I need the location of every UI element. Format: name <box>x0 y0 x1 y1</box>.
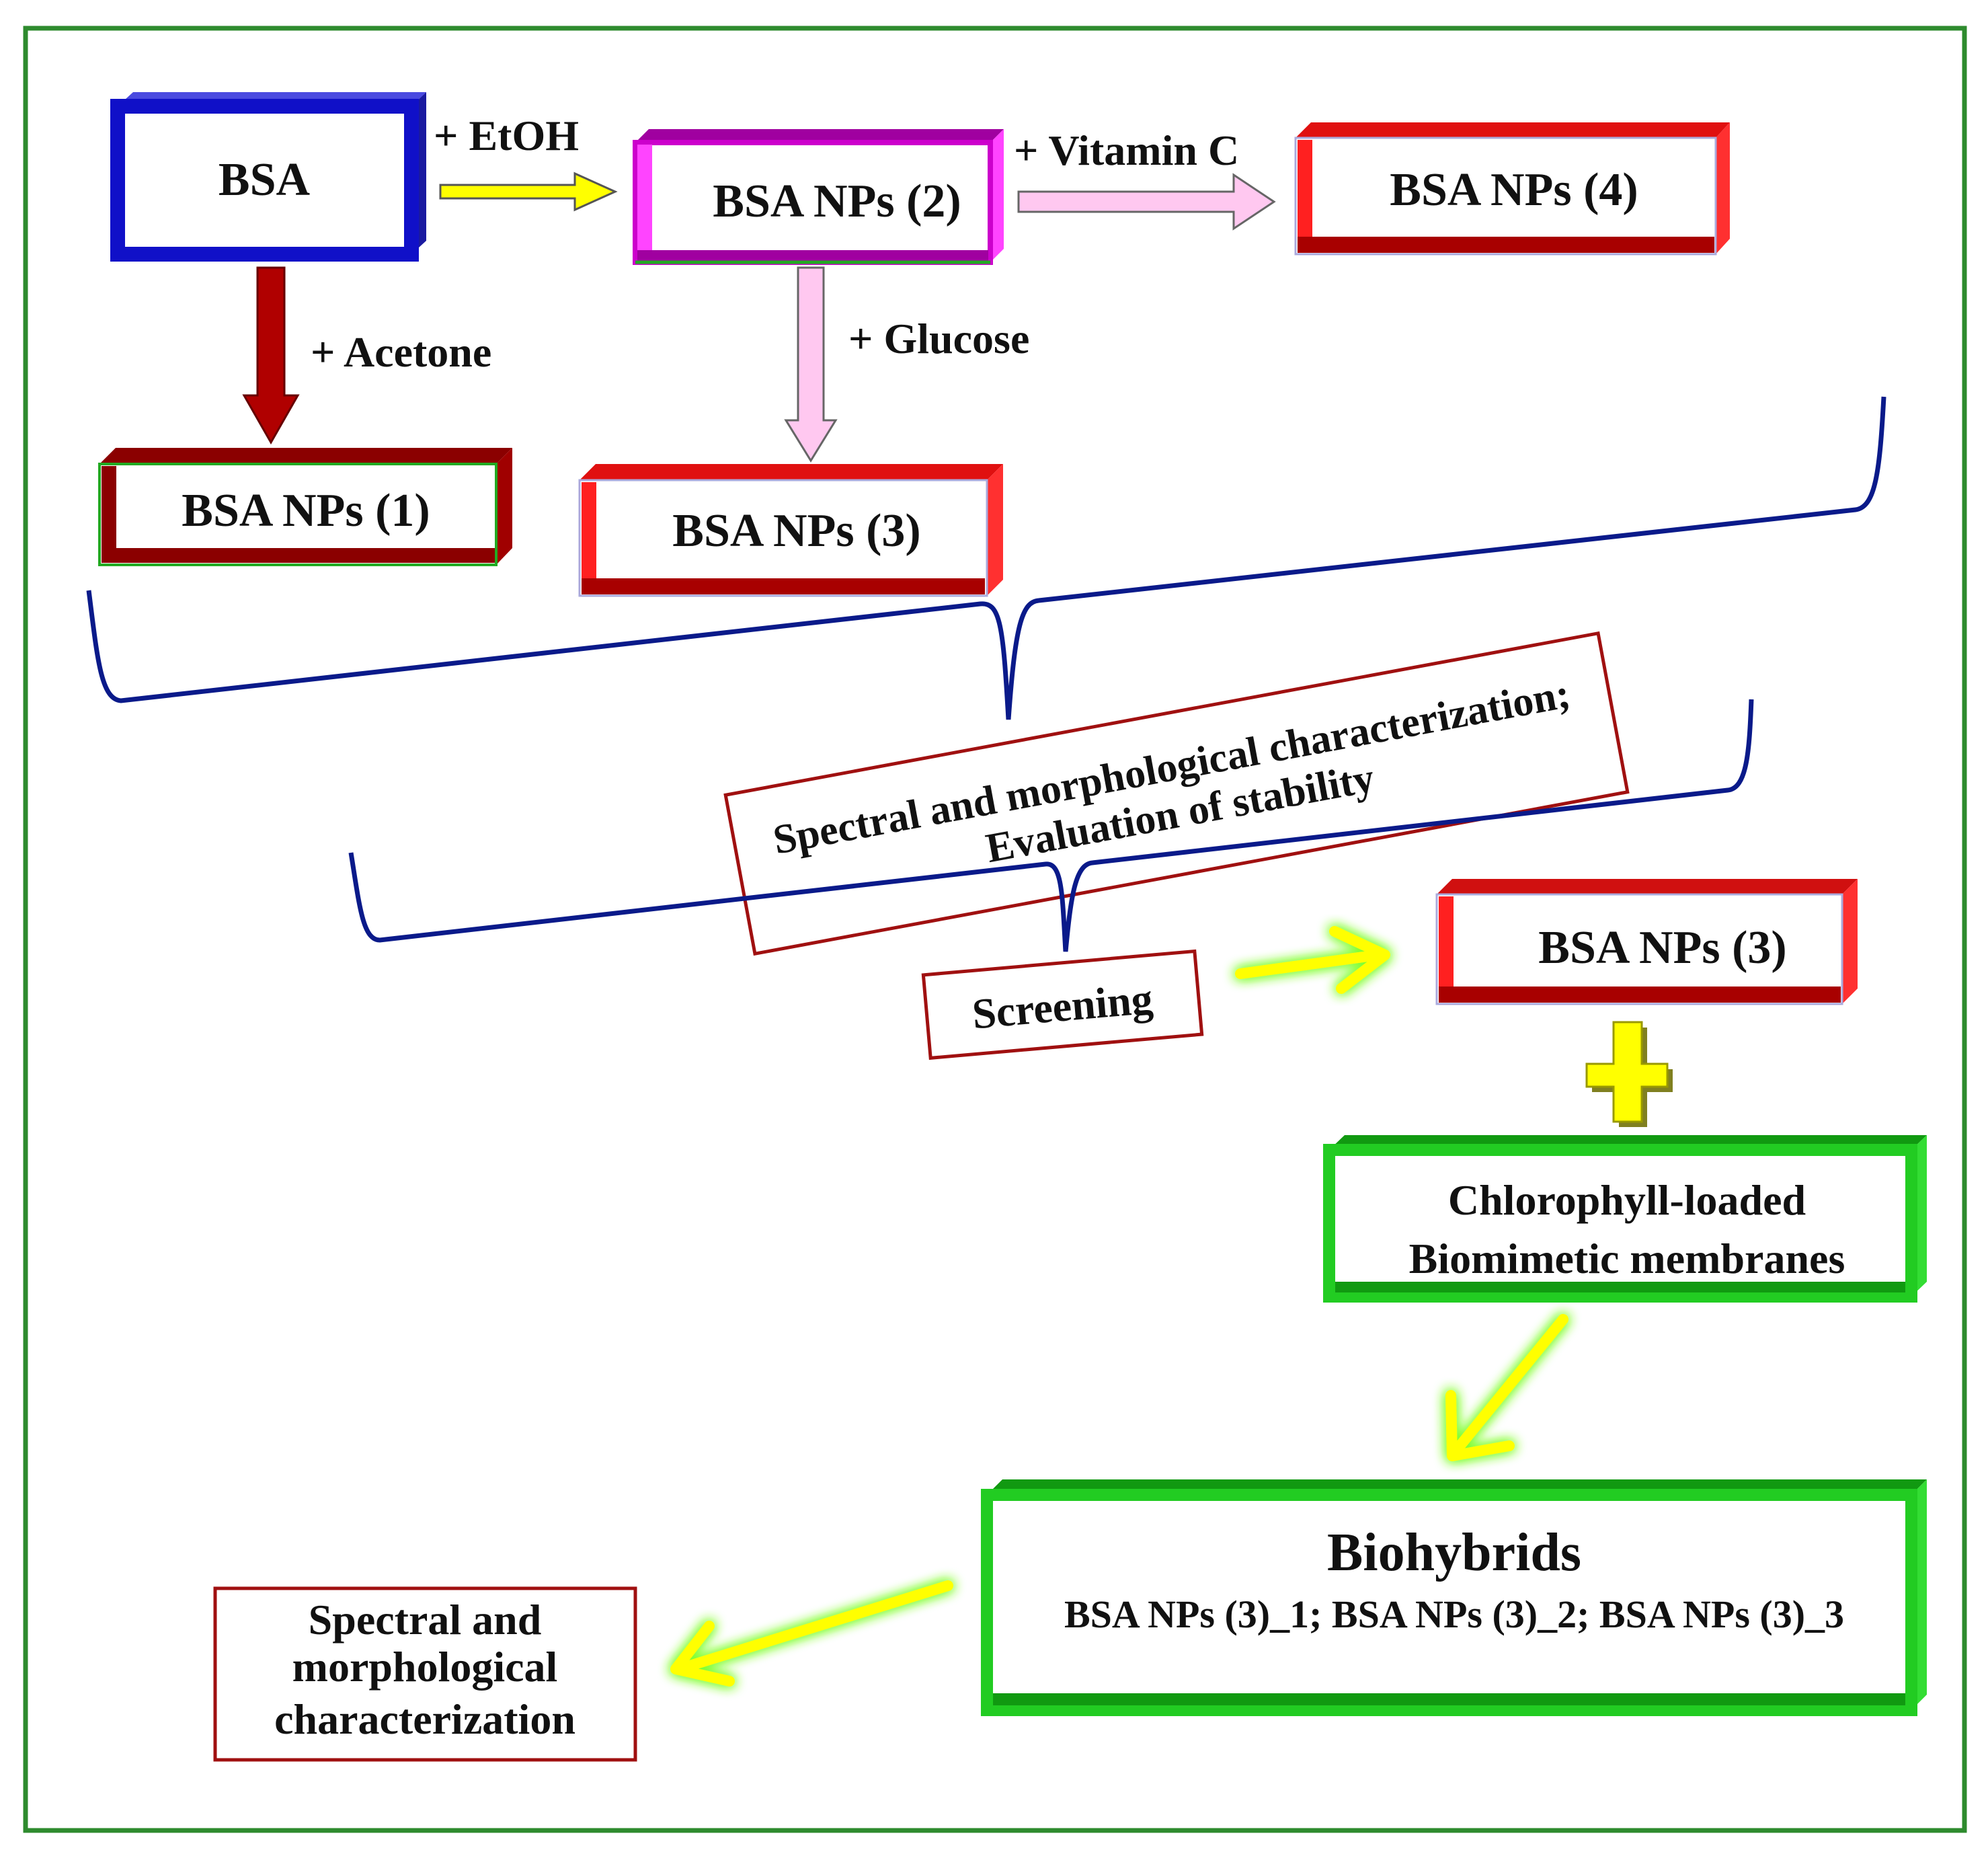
glucose-label: + Glucose <box>848 315 1029 362</box>
biohybrids-title: Biohybrids <box>1327 1523 1581 1582</box>
final-line-3: characterization <box>274 1695 575 1743</box>
screening-box: Screening <box>921 949 1204 1060</box>
bsa-nps-2-box: BSA NPs (2) <box>633 129 1004 265</box>
vitamin-c-arrow <box>1017 173 1276 231</box>
etoh-arrow <box>439 171 618 212</box>
membranes-box: Chlorophyll-loaded Biomimetic membranes <box>1323 1135 1927 1303</box>
final-line-2: morphological <box>292 1643 558 1691</box>
screening-arrow <box>1235 926 1390 994</box>
bsa-label: BSA <box>218 154 311 206</box>
bsa-nps-2-label: BSA NPs (2) <box>713 176 961 227</box>
plus-icon <box>1585 1021 1673 1127</box>
bsa-nps-4-box: BSA NPs (4) <box>1294 122 1730 256</box>
membranes-line-2: Biomimetic membranes <box>1409 1235 1845 1282</box>
bsa-nps-1-box: BSA NPs (1) <box>98 448 512 566</box>
acetone-arrow <box>242 266 300 445</box>
vitamin-c-label: + Vitamin C <box>1014 126 1239 174</box>
biohybrids-box: Biohybrids BSA NPs (3)_1; BSA NPs (3)_2;… <box>981 1479 1927 1716</box>
bsa-box: BSA <box>110 92 426 262</box>
brace-2 <box>348 699 1754 952</box>
brace-1 <box>86 396 1886 720</box>
membranes-arrow <box>1445 1314 1568 1461</box>
bsa-nps-3-selected-label: BSA NPs (3) <box>1538 922 1786 974</box>
bsa-nps-3-box: BSA NPs (3) <box>578 464 1003 597</box>
biohybrids-arrow <box>670 1580 953 1687</box>
bsa-nps-3-label: BSA NPs (3) <box>672 505 920 557</box>
final-line-1: Spectral and <box>309 1596 542 1644</box>
final-characterization-box: Spectral and morphological characterizat… <box>213 1586 637 1762</box>
etoh-label: + EtOH <box>434 112 579 159</box>
bsa-nps-3-selected-box: BSA NPs (3) <box>1435 879 1858 1005</box>
bsa-nps-4-label: BSA NPs (4) <box>1390 164 1638 216</box>
biohybrids-items: BSA NPs (3)_1; BSA NPs (3)_2; BSA NPs (3… <box>1064 1592 1844 1636</box>
glucose-arrow <box>784 266 838 463</box>
acetone-label: + Acetone <box>311 328 491 376</box>
bsa-nps-1-label: BSA NPs (1) <box>182 485 430 537</box>
membranes-line-1: Chlorophyll-loaded <box>1448 1176 1806 1224</box>
